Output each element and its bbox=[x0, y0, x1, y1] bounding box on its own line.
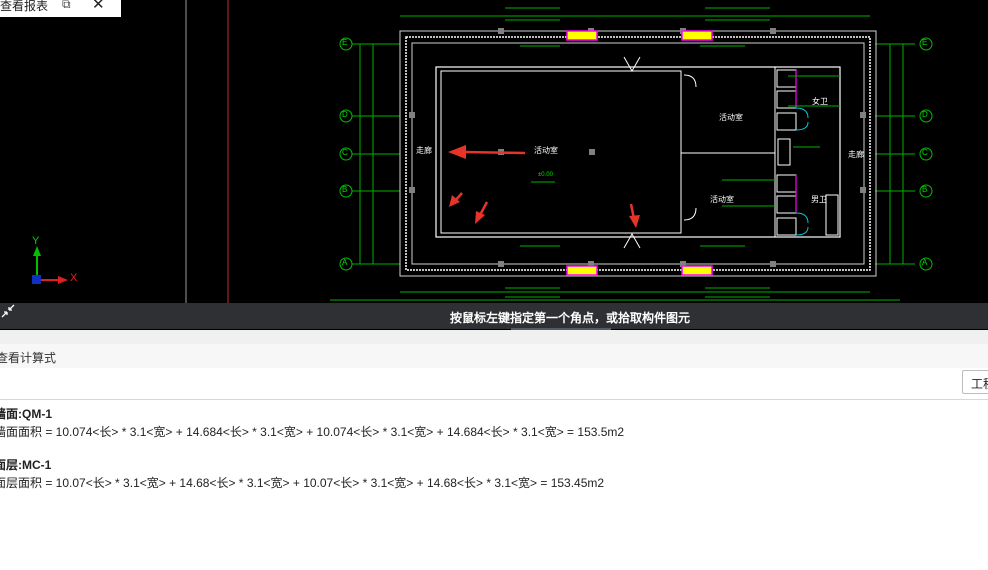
room-label-corridor-right: 走廊 bbox=[848, 150, 864, 159]
calc-item-formula: 墙面面积 = 10.074<长> * 3.1<宽> + 14.684<长> * … bbox=[0, 425, 625, 439]
panel-separator bbox=[0, 330, 988, 345]
outer-wall-outline bbox=[399, 30, 877, 277]
calc-panel-toolbar: 工程 bbox=[0, 368, 988, 400]
floor-plan-drawing bbox=[32, 0, 933, 303]
restore-icon[interactable]: ⧉ bbox=[62, 0, 71, 11]
toilet-door-arcs bbox=[795, 107, 809, 236]
grid-label-left-c: C bbox=[342, 148, 348, 157]
calc-panel-header: 查看计算式 bbox=[0, 344, 988, 369]
calc-item-header: 面层:MC-1 bbox=[0, 458, 52, 472]
room-label-female-wc: 女卫 bbox=[812, 97, 828, 106]
activity-room-wall bbox=[440, 70, 682, 234]
grid-label-right-c: C bbox=[922, 148, 928, 157]
calc-panel-title: 查看计算式 bbox=[0, 351, 57, 365]
close-icon[interactable]: ✕ bbox=[92, 0, 105, 13]
red-arrows bbox=[448, 145, 640, 228]
toilet-partitions bbox=[776, 69, 839, 236]
grid-label-left-e: E bbox=[342, 38, 348, 47]
room-label-corridor-left: 走廊 bbox=[416, 146, 432, 155]
pick-corner-icon bbox=[1, 304, 15, 318]
inner-wall-line bbox=[411, 42, 865, 265]
room-label-activity-main: 活动室 bbox=[534, 146, 558, 155]
grid-label-right-d: D bbox=[922, 110, 928, 119]
command-prompt-text: 按鼠标左键指定第一个角点，或拾取构件图元 bbox=[450, 311, 691, 325]
cad-canvas[interactable]: E D C B A E D C B A 走廊 走廊 活动室 活动室 活动室 女卫… bbox=[0, 0, 988, 330]
ucs-y-label: Y bbox=[32, 235, 40, 247]
room-label-activity-lower: 活动室 bbox=[710, 195, 734, 204]
room-label-male-wc: 男卫 bbox=[811, 195, 827, 204]
project-button[interactable]: 工程 bbox=[962, 370, 988, 394]
door-symbols bbox=[623, 56, 697, 249]
annotation-leaders bbox=[505, 7, 840, 298]
grid-label-right-e: E bbox=[922, 38, 928, 47]
grid-label-left-b: B bbox=[342, 185, 348, 194]
calc-item-header: 墙面:QM-1 bbox=[0, 407, 52, 421]
grid-label-left-d: D bbox=[342, 110, 348, 119]
grid-bubbles bbox=[339, 37, 933, 271]
room-label-activity-upper: 活动室 bbox=[719, 113, 743, 122]
report-window-tab[interactable]: 查看报表 ⧉ ✕ bbox=[0, 0, 121, 17]
grid-label-right-a: A bbox=[922, 258, 928, 267]
outer-wall-hatch bbox=[405, 36, 871, 271]
ucs-x-label: X bbox=[70, 272, 78, 284]
calc-item-formula: 面层面积 = 10.07<长> * 3.1<宽> + 14.68<长> * 3.… bbox=[0, 476, 605, 490]
report-window-title: 查看报表 bbox=[0, 0, 49, 13]
grid-label-right-b: B bbox=[922, 185, 928, 194]
inner-hall-wall bbox=[435, 66, 841, 238]
elevation-mark: ±0.00 bbox=[538, 172, 553, 178]
grid-label-left-a: A bbox=[342, 258, 348, 267]
dimension-lines bbox=[330, 15, 915, 301]
command-prompt-bar: 按鼠标左键指定第一个角点，或拾取构件图元 bbox=[0, 303, 988, 329]
ucs-icon bbox=[32, 246, 68, 284]
window-hatches bbox=[566, 30, 713, 276]
